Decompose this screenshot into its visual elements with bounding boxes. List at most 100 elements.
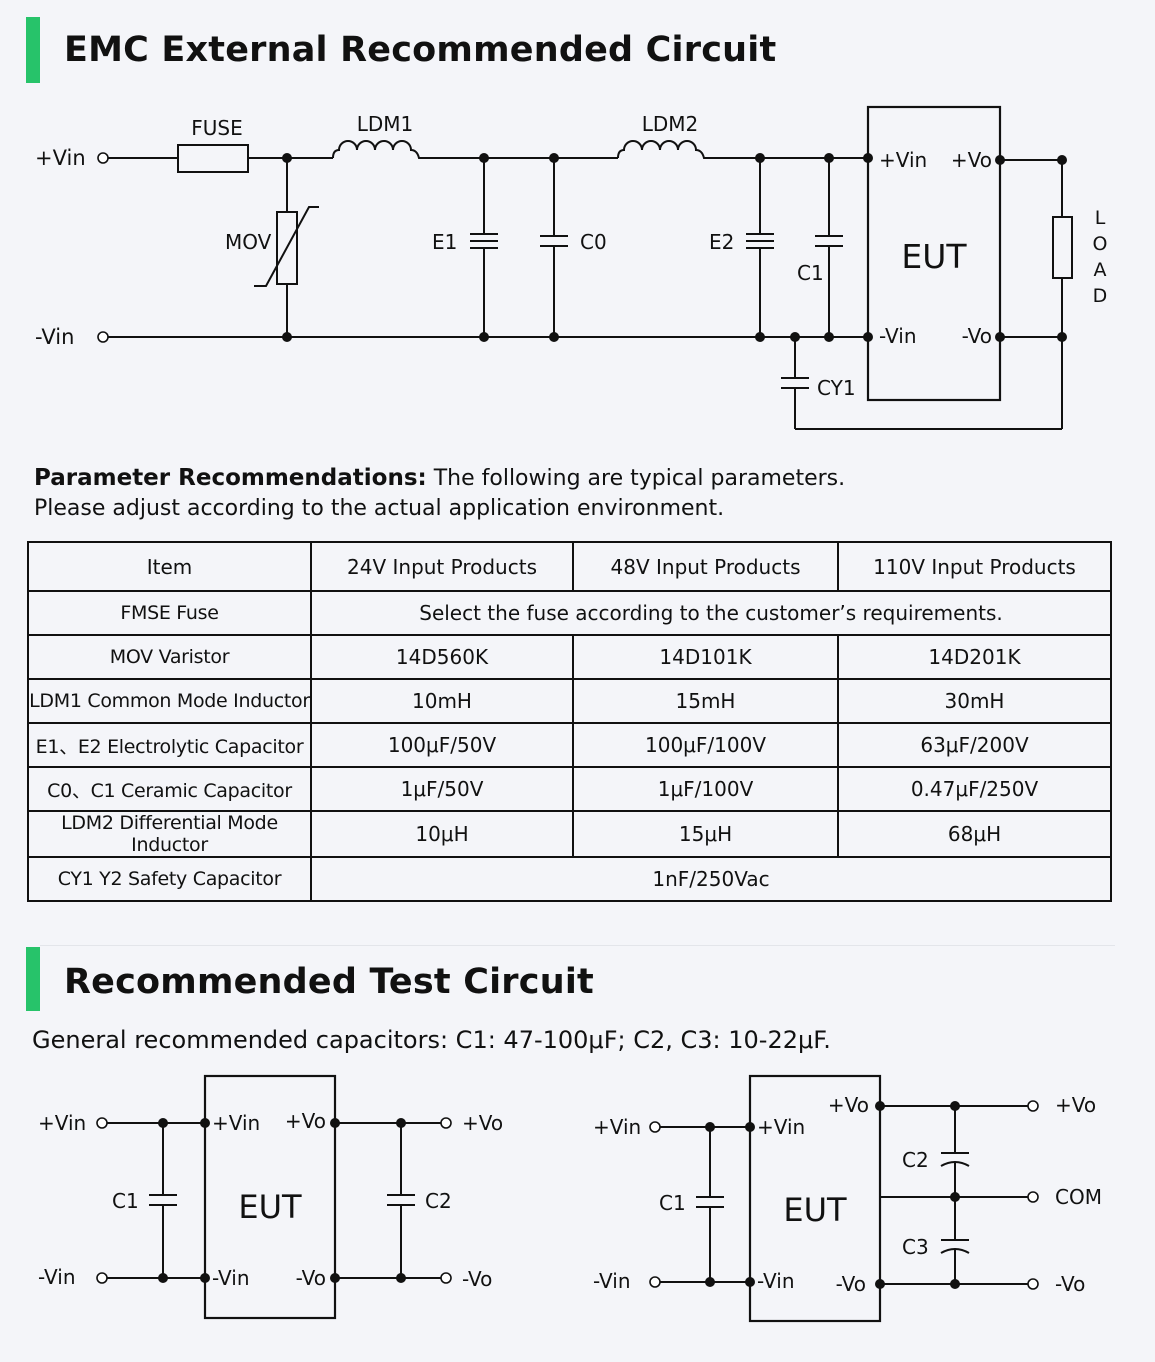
row-value-48v: 15mH [572, 678, 839, 724]
row-item: MOV Varistor [27, 634, 312, 680]
section-divider [40, 945, 1115, 946]
eut-box [866, 105, 1002, 402]
right-eut-vin-neg: -Vin [757, 1269, 795, 1293]
e1-capacitor [470, 233, 498, 249]
row-value-24v: 14D560K [310, 634, 574, 680]
fuse-label: FUSE [191, 116, 242, 140]
emc-circuit-diagram: +Vin -Vin FUSE LDM1 LDM2 MOV E1 C0 E2 C1 [35, 105, 1108, 430]
c1-capacitor [815, 235, 843, 247]
row-value-24v: 10μH [310, 810, 574, 858]
mov-varistor [254, 206, 319, 287]
left-c1-label: C1 [112, 1189, 139, 1213]
row-value-24v: 1μF/50V [310, 766, 574, 812]
table-row: E1、E2 Electrolytic Capacitor 100μF/50V 1… [27, 722, 1112, 768]
row-value-24v: 10mH [310, 678, 574, 724]
right-test-circuit [649, 1074, 1039, 1323]
row-item: LDM1 Common Mode Inductor [27, 678, 312, 724]
c0-label: C0 [580, 230, 607, 254]
left-eut-vo-neg: -Vo [296, 1266, 326, 1290]
parameter-recommendations: Parameter Recommendations: The following… [34, 463, 845, 524]
eut-vin-neg-label: -Vin [879, 324, 917, 348]
e2-capacitor [746, 233, 774, 249]
row-value-48v: 15μH [572, 810, 839, 858]
test-circuits-diagram: +Vin -Vin C1 C2 EUT +Vin -Vin +Vo -Vo +V… [38, 1074, 1102, 1323]
left-in-pos-label: +Vin [38, 1111, 86, 1135]
left-eut-vin-pos: +Vin [212, 1111, 260, 1135]
row-value-110v: 68μH [837, 810, 1112, 858]
parameter-line-1: Parameter Recommendations: The following… [34, 463, 845, 494]
parameter-heading: Parameter Recommendations: [34, 465, 427, 491]
right-out-neg-label: -Vo [1055, 1272, 1085, 1296]
row-value-48v: 100μF/100V [572, 722, 839, 768]
row-value-110v: 14D201K [837, 634, 1112, 680]
row-item: CY1 Y2 Safety Capacitor [27, 856, 312, 902]
emc-wires [108, 157, 1063, 430]
left-eut-vo-pos: +Vo [285, 1109, 326, 1133]
e2-label: E2 [709, 230, 734, 254]
vin-pos-label: +Vin [35, 146, 86, 170]
ldm2-label: LDM2 [642, 112, 699, 136]
header-item: Item [27, 541, 312, 592]
ldm1-inductor [332, 140, 425, 159]
parameter-table: Item 24V Input Products 48V Input Produc… [27, 541, 1112, 902]
load-letter-l: L [1095, 207, 1106, 229]
right-c3-label: C3 [902, 1235, 929, 1259]
parameter-intro: The following are typical parameters. [433, 466, 846, 491]
right-eut-vo-neg: -Vo [836, 1272, 866, 1296]
row-item: LDM2 Differential Mode Inductor [27, 810, 312, 858]
vin-neg-terminal [97, 331, 109, 343]
right-eut-label: EUT [783, 1191, 847, 1229]
right-eut-vin-pos: +Vin [757, 1115, 805, 1139]
row-value-24v: 100μF/50V [310, 722, 574, 768]
table-row: C0、C1 Ceramic Capacitor 1μF/50V 1μF/100V… [27, 766, 1112, 812]
parameter-line-2: Please adjust according to the actual ap… [34, 496, 725, 521]
table-row: LDM1 Common Mode Inductor 10mH 15mH 30mH [27, 678, 1112, 724]
mov-label: MOV [225, 230, 272, 254]
cy1-label: CY1 [817, 376, 856, 400]
row-merged-value: Select the fuse according to the custome… [310, 590, 1112, 636]
left-test-circuit [96, 1074, 452, 1320]
right-in-neg-label: -Vin [593, 1269, 631, 1293]
right-in-pos-label: +Vin [593, 1115, 641, 1139]
e1-label: E1 [432, 230, 457, 254]
vin-neg-label: -Vin [35, 325, 74, 349]
row-value-48v: 1μF/100V [572, 766, 839, 812]
load-letter-a: A [1094, 259, 1107, 281]
header-24v: 24V Input Products [310, 541, 574, 592]
cy1-capacitor [781, 377, 809, 389]
right-out-com-label: COM [1055, 1185, 1102, 1209]
left-eut-label: EUT [238, 1188, 302, 1226]
row-item: C0、C1 Ceramic Capacitor [27, 766, 312, 812]
emc-junction-dots [282, 153, 1067, 342]
table-row: MOV Varistor 14D560K 14D101K 14D201K [27, 634, 1112, 680]
row-item: E1、E2 Electrolytic Capacitor [27, 722, 312, 768]
ldm1-label: LDM1 [357, 112, 414, 136]
left-out-pos-label: +Vo [462, 1111, 503, 1135]
fuse-symbol [177, 144, 249, 173]
c0-capacitor [540, 235, 568, 247]
left-in-neg-label: -Vin [38, 1265, 76, 1289]
table-row: LDM2 Differential Mode Inductor 10μH 15μ… [27, 810, 1112, 858]
section-title-emc: EMC External Recommended Circuit [64, 30, 777, 70]
right-out-pos-label: +Vo [1055, 1093, 1096, 1117]
capacitor-note: General recommended capacitors: C1: 47-1… [32, 1026, 831, 1054]
row-value-110v: 63μF/200V [837, 722, 1112, 768]
row-value-110v: 30mH [837, 678, 1112, 724]
table-header-row: Item 24V Input Products 48V Input Produc… [27, 541, 1112, 592]
table-row: FMSE Fuse Select the fuse according to t… [27, 590, 1112, 636]
load-letter-o: O [1093, 233, 1108, 255]
left-out-neg-label: -Vo [462, 1267, 492, 1291]
eut-label: EUT [901, 237, 967, 276]
load-letter-d: D [1093, 285, 1108, 307]
load-resistor [1052, 216, 1073, 279]
row-item: FMSE Fuse [27, 590, 312, 636]
eut-vo-neg-label: -Vo [962, 324, 992, 348]
right-eut-vo-pos: +Vo [828, 1093, 869, 1117]
section-accent-bar [26, 17, 40, 83]
table-row: CY1 Y2 Safety Capacitor 1nF/250Vac [27, 856, 1112, 902]
eut-vin-pos-label: +Vin [879, 148, 927, 172]
eut-vo-pos-label: +Vo [951, 148, 992, 172]
right-c2-label: C2 [902, 1148, 929, 1172]
header-48v: 48V Input Products [572, 541, 839, 592]
row-value-110v: 0.47μF/250V [837, 766, 1112, 812]
